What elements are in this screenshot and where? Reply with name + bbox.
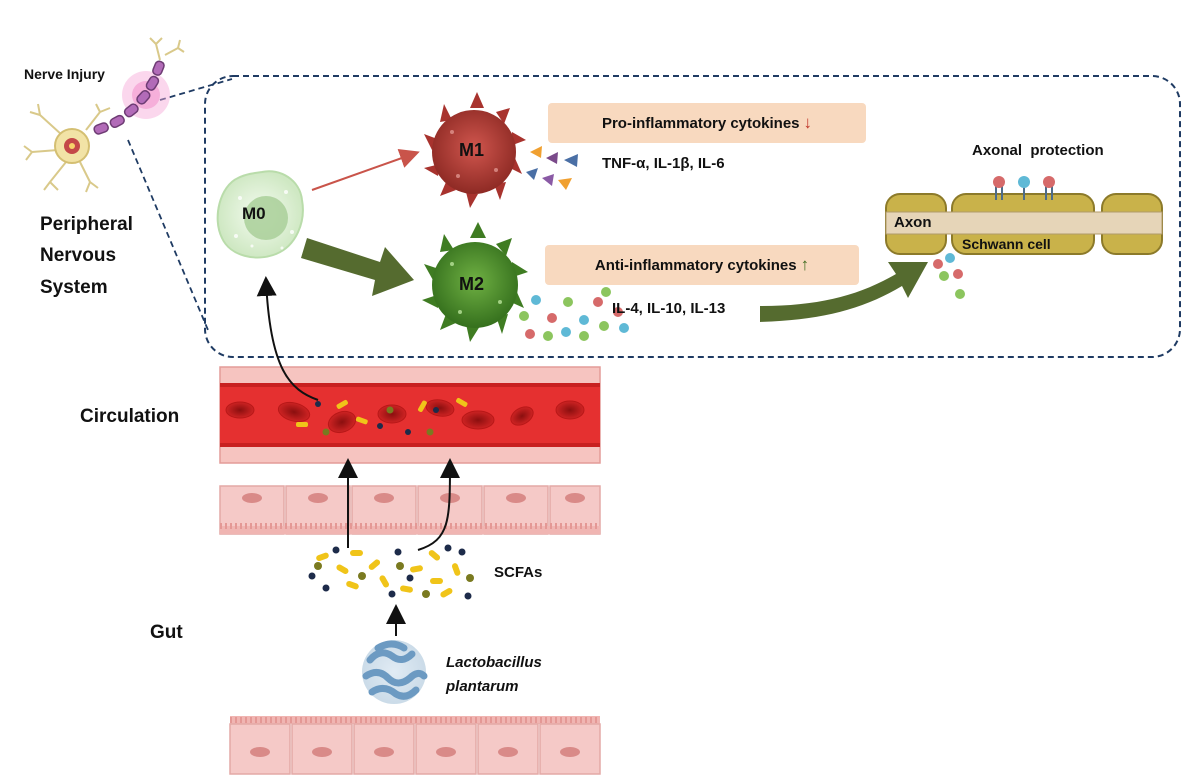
up-arrow-icon: ↑ — [800, 255, 810, 274]
m2-macrophage-icon — [422, 222, 528, 342]
axonal-protection-label: Axonal protection — [972, 142, 1104, 159]
anti-cytokine-particles — [519, 287, 629, 341]
pns-dashed-border — [204, 75, 1181, 358]
anti-inflammatory-box: Anti-inflammatory cytokines ↑ — [545, 245, 859, 285]
pns-label-line2: Nervous — [40, 245, 117, 266]
gut-label: Gut — [150, 622, 183, 643]
scfas-label: SCFAs — [494, 564, 543, 581]
bacteria-name-line1: Lactobacillus — [446, 654, 542, 671]
pro-inflammatory-title: Pro-inflammatory cytokines — [601, 114, 800, 132]
anti-cytokine-list: IL-4, IL-10, IL-13 — [612, 300, 726, 317]
lactobacillus-icon — [362, 640, 428, 704]
m1-label: M1 — [459, 140, 485, 160]
m0-to-m2-arrow — [301, 238, 414, 296]
blood-vessel-icon — [219, 366, 601, 464]
circulation-to-m0-arrow — [256, 276, 319, 401]
circulation-label: Circulation — [80, 406, 180, 427]
pns-label-line1: Peripheral — [40, 214, 133, 235]
anti-inflammatory-title: Anti-inflammatory cytokines — [594, 256, 797, 274]
down-arrow-icon: ↓ — [803, 113, 813, 132]
bacteria-name-line2: plantarum — [446, 678, 519, 695]
gut-to-blood-arrow-right — [417, 458, 460, 551]
scfa-particles — [308, 544, 474, 600]
pro-cytokine-particles — [526, 146, 578, 190]
injured-neuron-icon — [23, 37, 185, 193]
pro-cytokine-list: TNF-α, IL-1β, IL-6 — [602, 155, 725, 172]
callout-line-bottom — [127, 139, 209, 331]
schwann-cell-label: Schwann cell — [962, 236, 1051, 252]
callout-line-top — [159, 78, 233, 101]
axon-schwann-icon — [885, 176, 1163, 299]
pns-label-line3: System — [40, 277, 108, 298]
m2-label: M2 — [459, 274, 485, 294]
m0-label: M0 — [242, 204, 266, 223]
upper-epithelium-icon — [219, 485, 601, 535]
lower-epithelium-icon — [229, 716, 601, 775]
m0-to-m1-arrow — [311, 148, 420, 191]
m1-macrophage-icon — [424, 92, 526, 208]
nerve-injury-label: Nerve Injury — [24, 66, 105, 82]
m2-to-axon-arrow — [760, 262, 928, 322]
pro-inflammatory-box: Pro-inflammatory cytokines ↓ — [548, 103, 866, 143]
axon-label: Axon — [894, 214, 932, 231]
m0-macrophage-icon — [216, 170, 304, 259]
